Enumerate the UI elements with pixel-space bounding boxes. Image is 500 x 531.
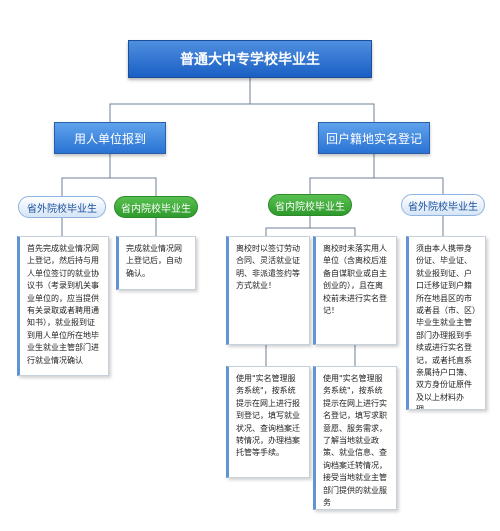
group-right-in-province: 省内院校毕业生 [268, 194, 352, 216]
card-right-out-province-steps: 须由本人携带身份证、毕业证、就业报到证、户口迁移证到户籍所在地县区的市或者县（市… [406, 236, 486, 410]
card-employed-at-graduation: 离校时以签订劳动合同、灵活就业证明、非派遣签约等方式就业！ [226, 236, 310, 345]
branch-employer-report: 用人单位报到 [54, 122, 166, 154]
card-not-employed-at-graduation: 离校时未落实用人单位（含离校后准备自谋职业或自主创业的），且在离校前未进行实名登… [313, 236, 397, 345]
group-left-in-province: 省内院校毕业生 [114, 196, 198, 218]
group-left-out-province: 省外院校毕业生 [18, 196, 106, 218]
group-right-out-province: 省外院校毕业生 [401, 194, 485, 216]
card-left-in-province-steps: 完成就业情况网上登记后，自动确认。 [116, 236, 196, 290]
branch-hometown-registration: 回户籍地实名登记 [318, 122, 430, 154]
card-online-real-name-registration: 使用"实名管理服务系统"，按系统提示在网上进行实名登记，填写求职意愿、服务需求，… [313, 366, 397, 510]
card-left-out-province-steps: 首先完成就业情况网上登记，然后持与用人单位签订的就业协议书（考录到机关事业单位的… [17, 236, 109, 376]
card-online-report-registration: 使用"实名管理服务系统"，按系统提示在网上进行报到登记，填写就业状况、查询档案迁… [226, 366, 310, 478]
page-title: 普通大中专学校毕业生 [128, 40, 372, 78]
